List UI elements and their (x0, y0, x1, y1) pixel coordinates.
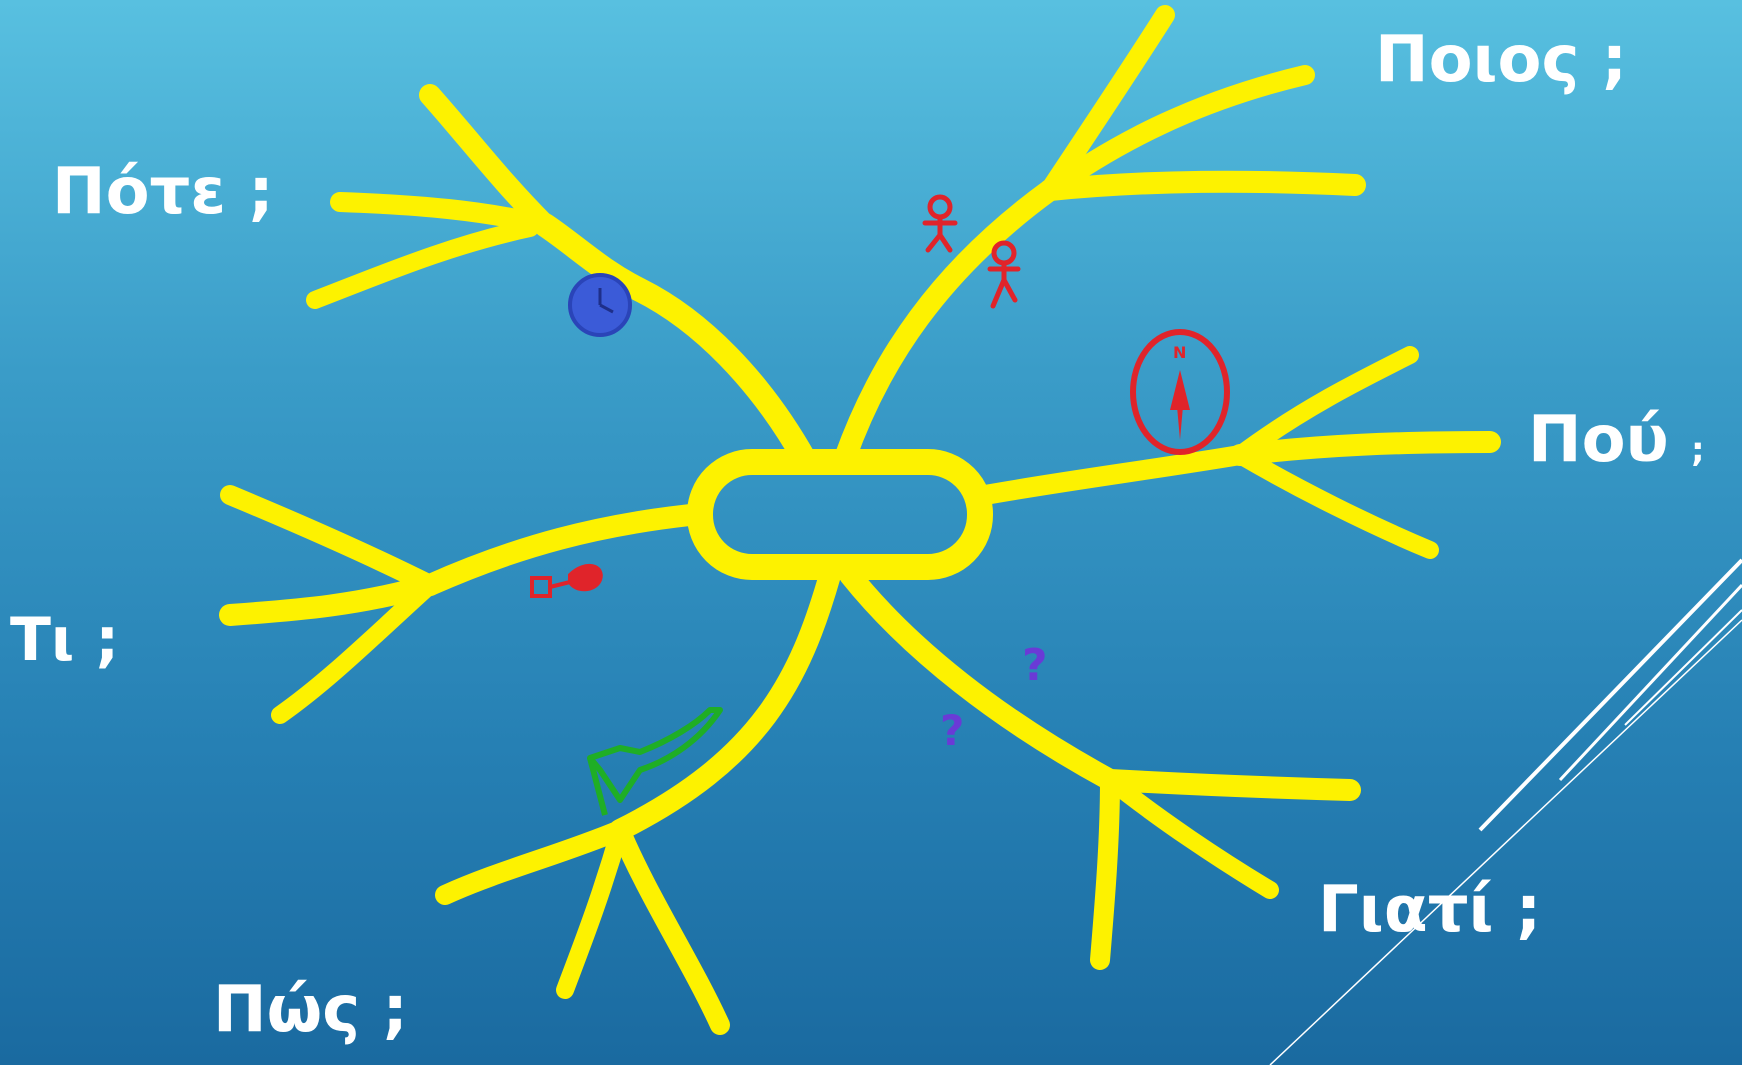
label-what: Τι ; (10, 605, 120, 675)
branch-what (419, 504, 701, 596)
person-icon (922, 194, 958, 253)
svg-text:?: ? (1022, 640, 1048, 691)
key-icon (530, 564, 603, 598)
central-node (687, 449, 993, 580)
label-when: Πότε ; (52, 155, 274, 229)
branch-how (609, 564, 841, 841)
label-where-suffix: ; (1691, 430, 1705, 470)
label-where-text: Πού (1528, 403, 1669, 477)
branches (219, 5, 1501, 1035)
person-icon (987, 240, 1021, 309)
question-mark-icon: ? ? (940, 640, 1048, 755)
branch-where (975, 445, 1250, 505)
label-how: Πώς ; (213, 973, 408, 1047)
branch-why (839, 564, 1121, 791)
clock-icon (568, 273, 632, 337)
svg-text:?: ? (940, 706, 964, 755)
label-why: Γιατί ; (1318, 873, 1542, 947)
branch-when (533, 213, 817, 472)
svg-text:N: N (1173, 343, 1186, 362)
corner-decoration (1269, 558, 1742, 1065)
branch-who (834, 179, 1061, 469)
arrow-icon (587, 707, 723, 816)
label-who: Ποιος ; (1375, 23, 1628, 97)
compass-icon: N (1130, 329, 1230, 455)
label-where: Πού ; (1528, 408, 1705, 472)
